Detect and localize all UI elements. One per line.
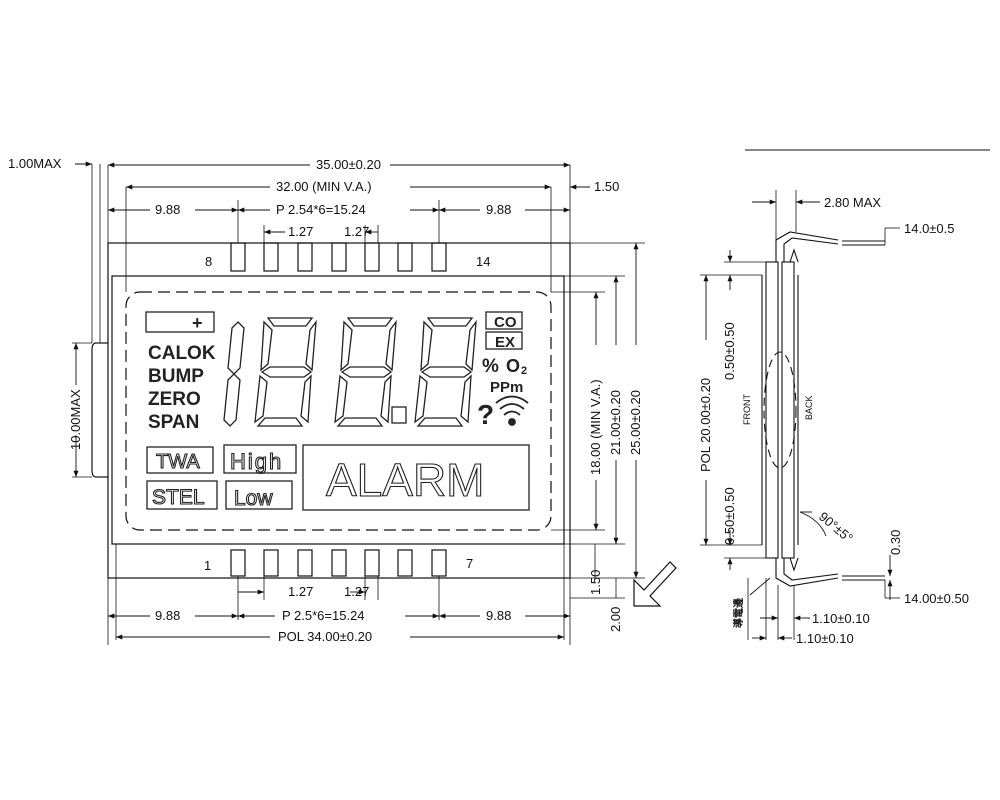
label-back: BACK	[804, 395, 814, 420]
dim-glass-a: 1.10±0.10	[812, 611, 870, 626]
span-label: SPAN	[148, 412, 199, 433]
co-box	[485, 311, 523, 330]
dim-pin-pitch-d: 1.27	[344, 584, 369, 599]
pin	[364, 242, 380, 272]
ex-box	[485, 331, 523, 350]
pin-label-8: 8	[205, 254, 212, 269]
bump-label: BUMP	[148, 366, 204, 387]
twa-box	[146, 446, 214, 474]
sealing-ellipse	[763, 351, 797, 469]
battery-plus: +	[192, 313, 203, 333]
pin	[331, 549, 347, 577]
pin	[431, 549, 447, 577]
high-box	[223, 444, 297, 474]
pin-label-7: 7	[466, 556, 473, 571]
dim-pin-top: 14.0±0.5	[904, 221, 955, 236]
pin	[331, 242, 347, 272]
dim-pol-width: POL 34.00±0.20	[278, 629, 372, 644]
dim-angle: 90°±5°	[816, 509, 856, 546]
dim-pol-bottom-margin: 0.50±0.50	[722, 487, 737, 545]
pin-label-1: 1	[204, 558, 211, 573]
alarm-label: ALARM	[326, 454, 484, 506]
o2-label: O	[506, 356, 520, 376]
dim-bottom-a: 1.50	[588, 570, 603, 595]
dim-pin-pitch-a: 1.27	[288, 224, 313, 239]
pin	[297, 242, 313, 272]
dim-side-height: 10.00MAX	[68, 389, 83, 450]
pin	[431, 242, 447, 272]
pin	[230, 549, 246, 577]
front-view-labels: 8 14 1 7 1.00MAX 35.00±0.20 32.00 (MIN V…	[8, 156, 643, 644]
bottom-pins	[230, 549, 447, 577]
stel-label: STEL	[152, 486, 205, 509]
seven-segment-digits	[223, 317, 477, 427]
low-label: Low	[234, 487, 273, 510]
lcd-view-area	[125, 291, 552, 531]
lcd-polarizer	[111, 275, 565, 545]
lcd-outer-glass	[107, 242, 571, 579]
o2-subscript: 2	[521, 365, 527, 377]
twa-label: TWA	[156, 451, 200, 473]
side-bracket	[91, 342, 97, 478]
dim-overall-width: 35.00±0.20	[316, 157, 381, 172]
dim-side-pol-height: POL 20.00±0.20	[698, 378, 713, 472]
battery-icon	[145, 311, 215, 333]
label-front: FRONT	[742, 394, 752, 425]
side-view-labels: 2.80 MAX 14.0±0.5 POL 20.00±0.20 0.50±0.…	[698, 195, 969, 646]
dim-edge-right-top: 9.88	[486, 202, 511, 217]
pin	[263, 242, 279, 272]
high-label: High	[230, 449, 283, 474]
pin	[397, 549, 413, 577]
dim-pitch-top: P 2.54*6=15.24	[276, 202, 366, 217]
label-conductive-edge: 導電邊	[732, 598, 745, 628]
pin	[230, 242, 246, 272]
dim-edge-left-top: 9.88	[155, 202, 180, 217]
zero-label: ZERO	[148, 389, 201, 410]
dim-pin-thickness: 0.30	[888, 530, 903, 555]
back-glass	[781, 261, 795, 559]
stel-box	[146, 480, 218, 510]
decimal-point	[391, 406, 407, 424]
pin-label-14: 14	[476, 254, 490, 269]
calok-label: CALOK	[148, 343, 216, 364]
digit-8	[334, 317, 397, 427]
dim-overall-height: 25.00±0.20	[628, 390, 643, 455]
dim-edge-left-bottom: 9.88	[155, 608, 180, 623]
ex-label: EX	[495, 334, 515, 351]
dim-edge-right-bottom: 9.88	[486, 608, 511, 623]
pin	[364, 549, 380, 577]
question-mark-label: ?	[477, 399, 494, 430]
pin	[297, 549, 313, 577]
lcd-segments: + CALOK BUMP ZERO SPAN	[145, 311, 530, 511]
digit-8	[254, 317, 317, 427]
dim-pol-height: 21.00±0.20	[608, 390, 623, 455]
dim-right-gap: 1.50	[594, 179, 619, 194]
top-pins	[230, 242, 447, 272]
pin	[397, 242, 413, 272]
dim-view-area-height: 18.00 (MIN V.A.)	[588, 379, 603, 475]
ppm-label: PPm	[490, 379, 523, 396]
dim-pol-top-margin: 0.50±0.50	[722, 322, 737, 380]
dim-pitch-bottom: P 2.5*6=15.24	[282, 608, 365, 623]
dim-bottom-b: 2.00	[608, 607, 623, 632]
percent-label: %	[482, 356, 499, 377]
alarm-box	[302, 444, 530, 511]
wireless-signal-icon	[495, 395, 529, 426]
pin	[263, 549, 279, 577]
dim-pin-bottom: 14.00±0.50	[904, 591, 969, 606]
dim-glass-b: 1.10±0.10	[796, 631, 854, 646]
viewing-direction-arrow	[633, 561, 677, 607]
co-label: CO	[494, 314, 517, 331]
front-glass	[765, 261, 779, 559]
digit-8	[414, 317, 477, 427]
dim-thickness-max: 2.80 MAX	[824, 195, 881, 210]
dim-view-area-width: 32.00 (MIN V.A.)	[276, 179, 372, 194]
dim-pin-pitch-b: 1.27	[344, 224, 369, 239]
dim-pin-pitch-c: 1.27	[288, 584, 313, 599]
low-box	[225, 480, 293, 510]
side-view	[700, 149, 990, 641]
dim-max-thickness: 1.00MAX	[8, 156, 62, 171]
front-view	[72, 161, 645, 645]
